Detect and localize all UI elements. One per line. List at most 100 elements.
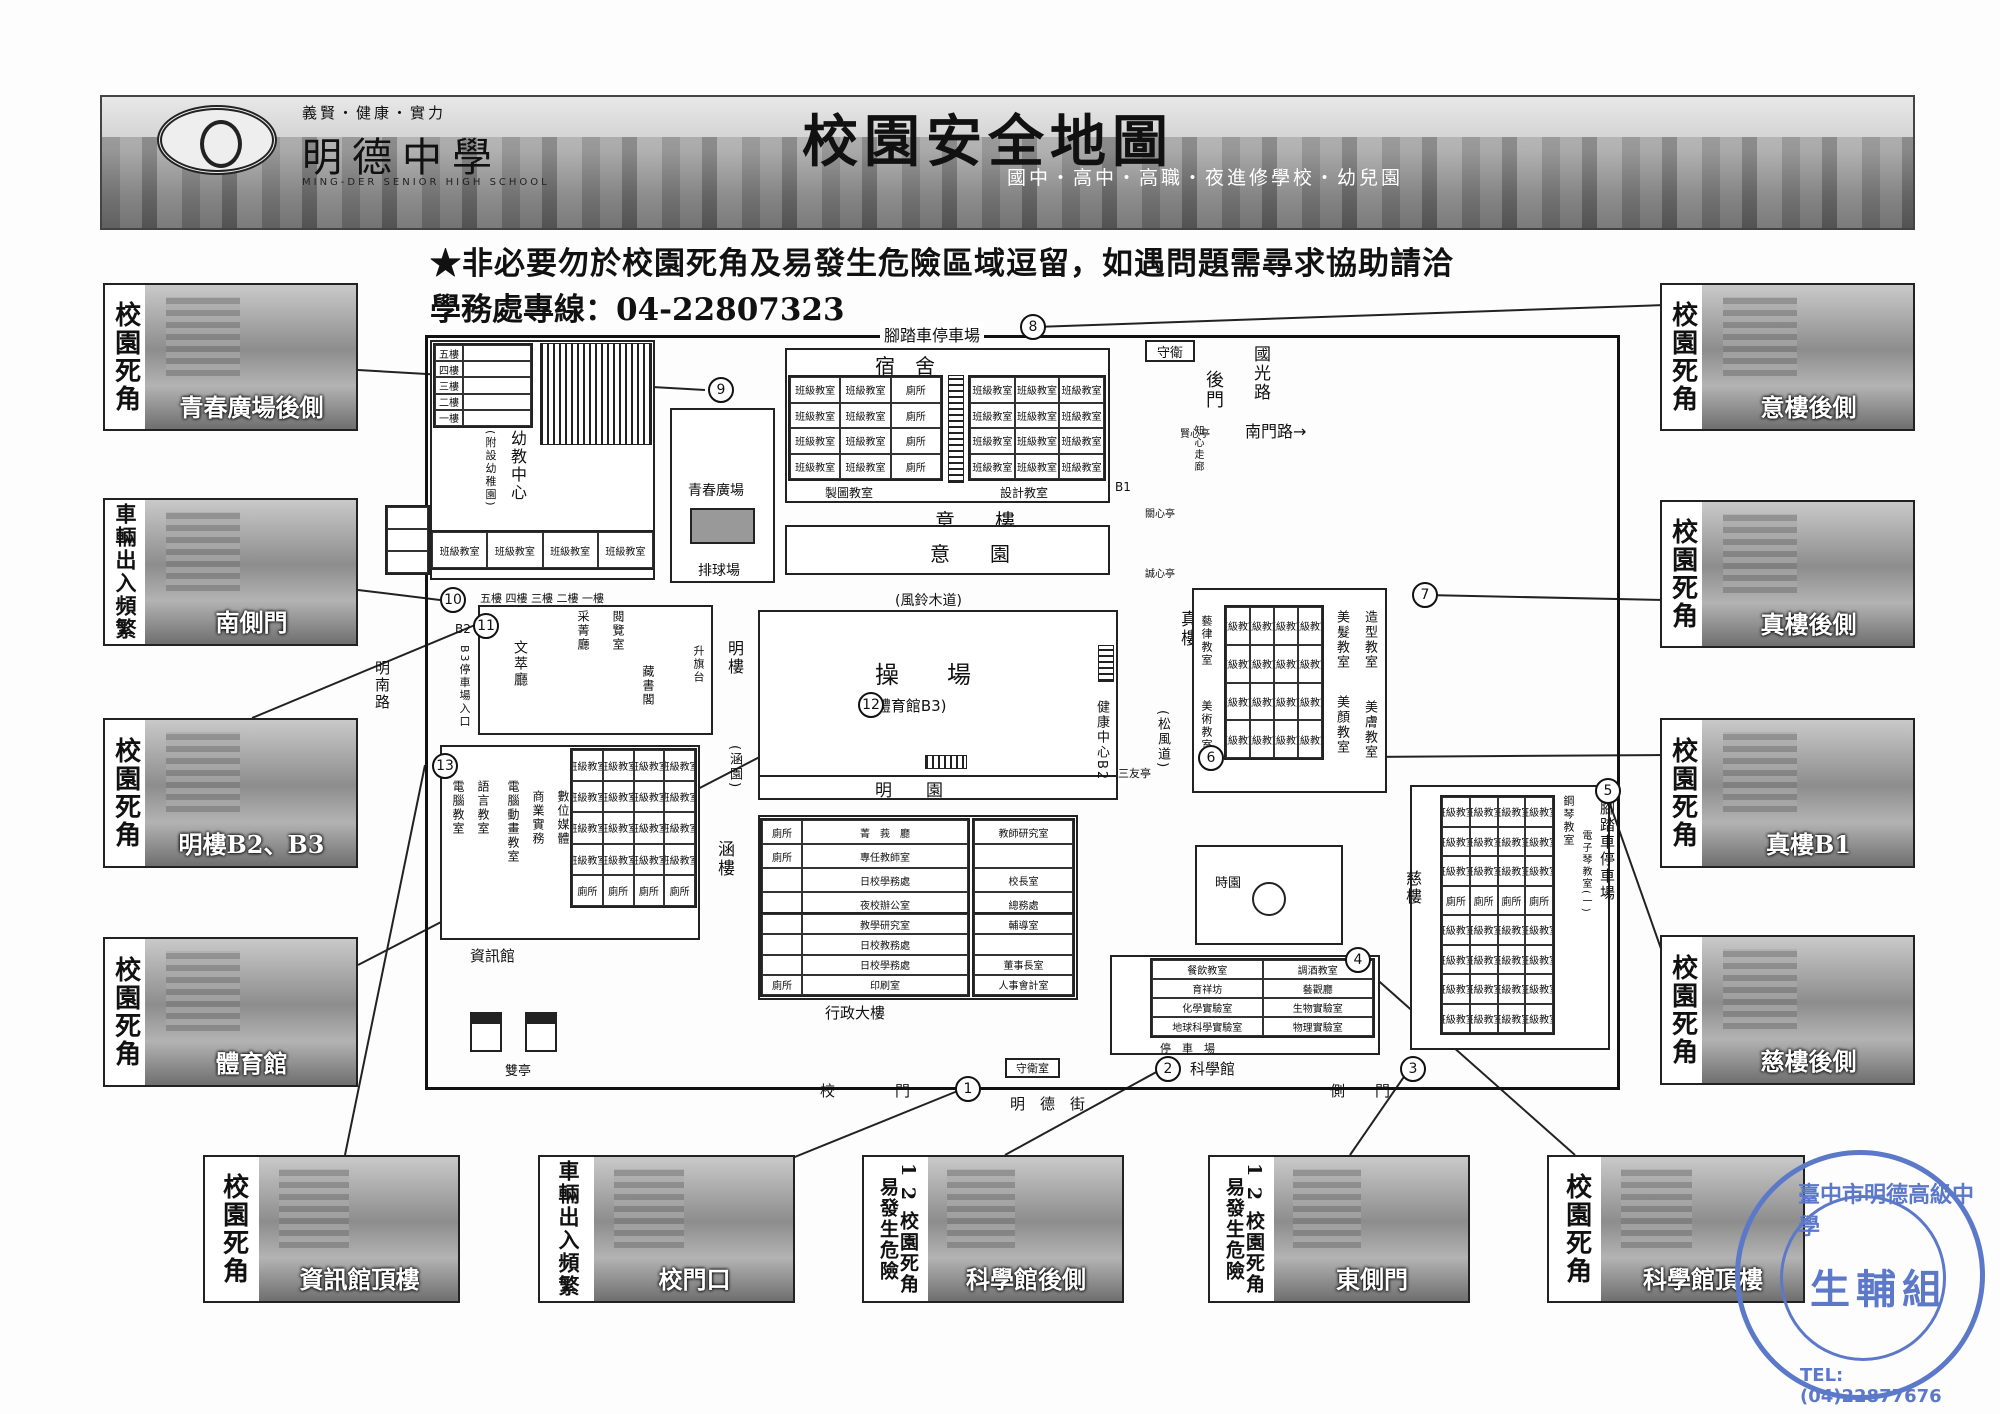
marker-2: 2 [1155, 1056, 1181, 1082]
guoguang-road: 國光路 [1250, 345, 1270, 402]
photo [145, 500, 356, 644]
campus-photo-strip [102, 137, 1913, 228]
info-hall: 資訊館 [470, 947, 516, 965]
mingnan-road: 明南路 [373, 660, 391, 711]
grade-b1: B1 [1115, 480, 1131, 494]
kindergarten-floors: 五樓四樓三樓二樓一樓 [433, 343, 533, 428]
volleyball-court: 排球場 [698, 563, 740, 579]
dorm-label: 宿 舍 [875, 354, 935, 378]
qingchun-plaza: 青春廣場 [688, 483, 744, 499]
zaoxing-room: 造型教室 [1362, 610, 1377, 670]
marker-6: 6 [1198, 745, 1224, 771]
main-gate: 校 門 [820, 1082, 911, 1100]
marker-10: 10 [440, 587, 466, 613]
songfeng-path: (松風道) [1155, 710, 1170, 770]
marker-9: 9 [708, 377, 734, 403]
marker-12: 12 [858, 692, 884, 718]
parking-lot: 停 車 場 [1160, 1042, 1215, 1055]
photo [1274, 1157, 1468, 1301]
dorm-classrooms-west: 班級教室班級教室廁所 班級教室班級教室廁所 班級教室班級教室廁所 班級教室班級教… [788, 375, 943, 481]
mingde-street: 明 德 街 [1010, 1095, 1086, 1113]
library: 藏書閣 [641, 665, 655, 707]
ming-building-block [478, 605, 713, 735]
wind-chime-path: (風鈴木道) [895, 593, 962, 609]
marker-11: 11 [473, 613, 499, 639]
ming-building: 明樓 [725, 640, 744, 676]
marker-5: 5 [1595, 778, 1621, 804]
photo [1702, 937, 1913, 1083]
admin-east-upper: 教師研究室校長室總務處 [972, 818, 1075, 918]
card-qingchun-rear: 校園死角 青春廣場後側 [103, 283, 358, 431]
yilv-room: 藝律教室 [1200, 615, 1213, 667]
drawing-room: 製圖教室 [825, 486, 874, 500]
meirong-room: 美膚教室 [1362, 700, 1377, 760]
marker-1: 1 [955, 1076, 981, 1102]
chengxin-pavilion: 誠心亭 [1145, 569, 1175, 580]
language-room: 語言教室 [476, 780, 490, 836]
photo [259, 1157, 458, 1301]
design-room: 設計教室 [1000, 486, 1049, 500]
caijing-hall: 采菁廳 [576, 610, 590, 652]
school-name: 明德中學 [302, 135, 502, 181]
photo [1702, 720, 1913, 866]
right-bike-parking: 腳踏車停車場 [1598, 800, 1616, 902]
card-ci-building-rear: 校園死角 慈樓後側 [1660, 935, 1915, 1085]
marker-3: 3 [1400, 1056, 1426, 1082]
card-zhen-building-b1: 校園死角 真樓B1 [1660, 718, 1915, 868]
side-gate: 側 門 [1330, 1082, 1391, 1100]
card-gymnasium: 校園死角 體育館 [103, 937, 358, 1087]
ci-building: 慈樓 [1403, 870, 1422, 906]
electronic-keyboard-room: 電子琴教室(一) [1580, 830, 1591, 914]
pavilion-icon [525, 1012, 557, 1052]
qingchun-plaza-box [670, 408, 775, 583]
card-school-gate: 車輛出入頻繁 校門口 [538, 1155, 795, 1303]
guard-room: 守衛室 [1005, 1058, 1060, 1078]
card-science-hall-rear: 1 2 校園死角 易發生危險 科學館後側 [862, 1155, 1124, 1303]
sanyou-pavilion: 三友亭 [1118, 767, 1151, 780]
b2-label: B2 [455, 622, 471, 636]
school-levels: 國中・高中・高職・夜進修學校・幼兒園 [1007, 167, 1404, 189]
admin-west-upper: 廁所菁 莪 廳 廁所專任教師室 日校學務處 夜校辦公室 [760, 818, 970, 918]
marker-13: 13 [432, 753, 458, 779]
safety-notice: ★非必要勿於校園死角及易發生危險區域逗留，如遇問題需尋求協助請洽 [430, 246, 1454, 282]
admin-building: 行政大樓 [825, 1004, 886, 1022]
kindergarten-ramp [540, 343, 652, 445]
admin-east-lower: 輔導室董事長室人事會計室 [972, 912, 1075, 997]
playground: 操 場 [875, 661, 971, 689]
marker-8: 8 [1020, 314, 1046, 340]
photo [594, 1157, 793, 1301]
flag-stage: 升旗台 [692, 645, 705, 684]
ming-floors: 五樓 四樓 三樓 二樓 一樓 [480, 592, 604, 605]
school-motto: 義賢・健康・實力 [302, 104, 447, 122]
wencui-hall: 文萃廳 [512, 640, 528, 688]
gym-b3: (體育館B3) [870, 697, 947, 715]
shi-garden: 時園 [1215, 876, 1242, 891]
b3-parking-entrance: B3停車場入口 [458, 645, 471, 729]
han-garden: (涵園) [727, 745, 742, 790]
han-building: 涵樓 [714, 840, 734, 878]
card-zhen-building-rear: 校園死角 真樓後側 [1660, 500, 1915, 648]
seal-center: 生輔組 [1810, 1266, 1948, 1313]
roundabout-icon [1252, 882, 1286, 916]
page-title: 校園安全地圖 [802, 109, 1174, 175]
admin-west-lower: 教學研究室 日校教務處 日校學務處 廁所印刷室 [760, 912, 970, 997]
stairs [1098, 645, 1114, 682]
xinxin-corridor: 知心走廊 [1192, 425, 1203, 473]
science-hall: 科學館 [1190, 1060, 1236, 1078]
meifa-room: 美髮教室 [1334, 610, 1349, 670]
header-banner: 義賢・健康・實力 明德中學 MING-DER SENIOR HIGH SCHOO… [100, 95, 1915, 230]
art-room: 美術教室 [1200, 700, 1213, 752]
photo [145, 939, 356, 1085]
photo [1702, 502, 1913, 646]
volleyball-icon [690, 508, 755, 544]
health-center: 健康中心B2 [1094, 700, 1109, 782]
card-south-side-gate: 車輛出入頻繁 南側門 [103, 498, 358, 646]
marker-4: 4 [1345, 947, 1371, 973]
photo [145, 285, 356, 429]
card-east-side-gate: 1 2 校園死角 易發生危險 東側門 [1208, 1155, 1470, 1303]
